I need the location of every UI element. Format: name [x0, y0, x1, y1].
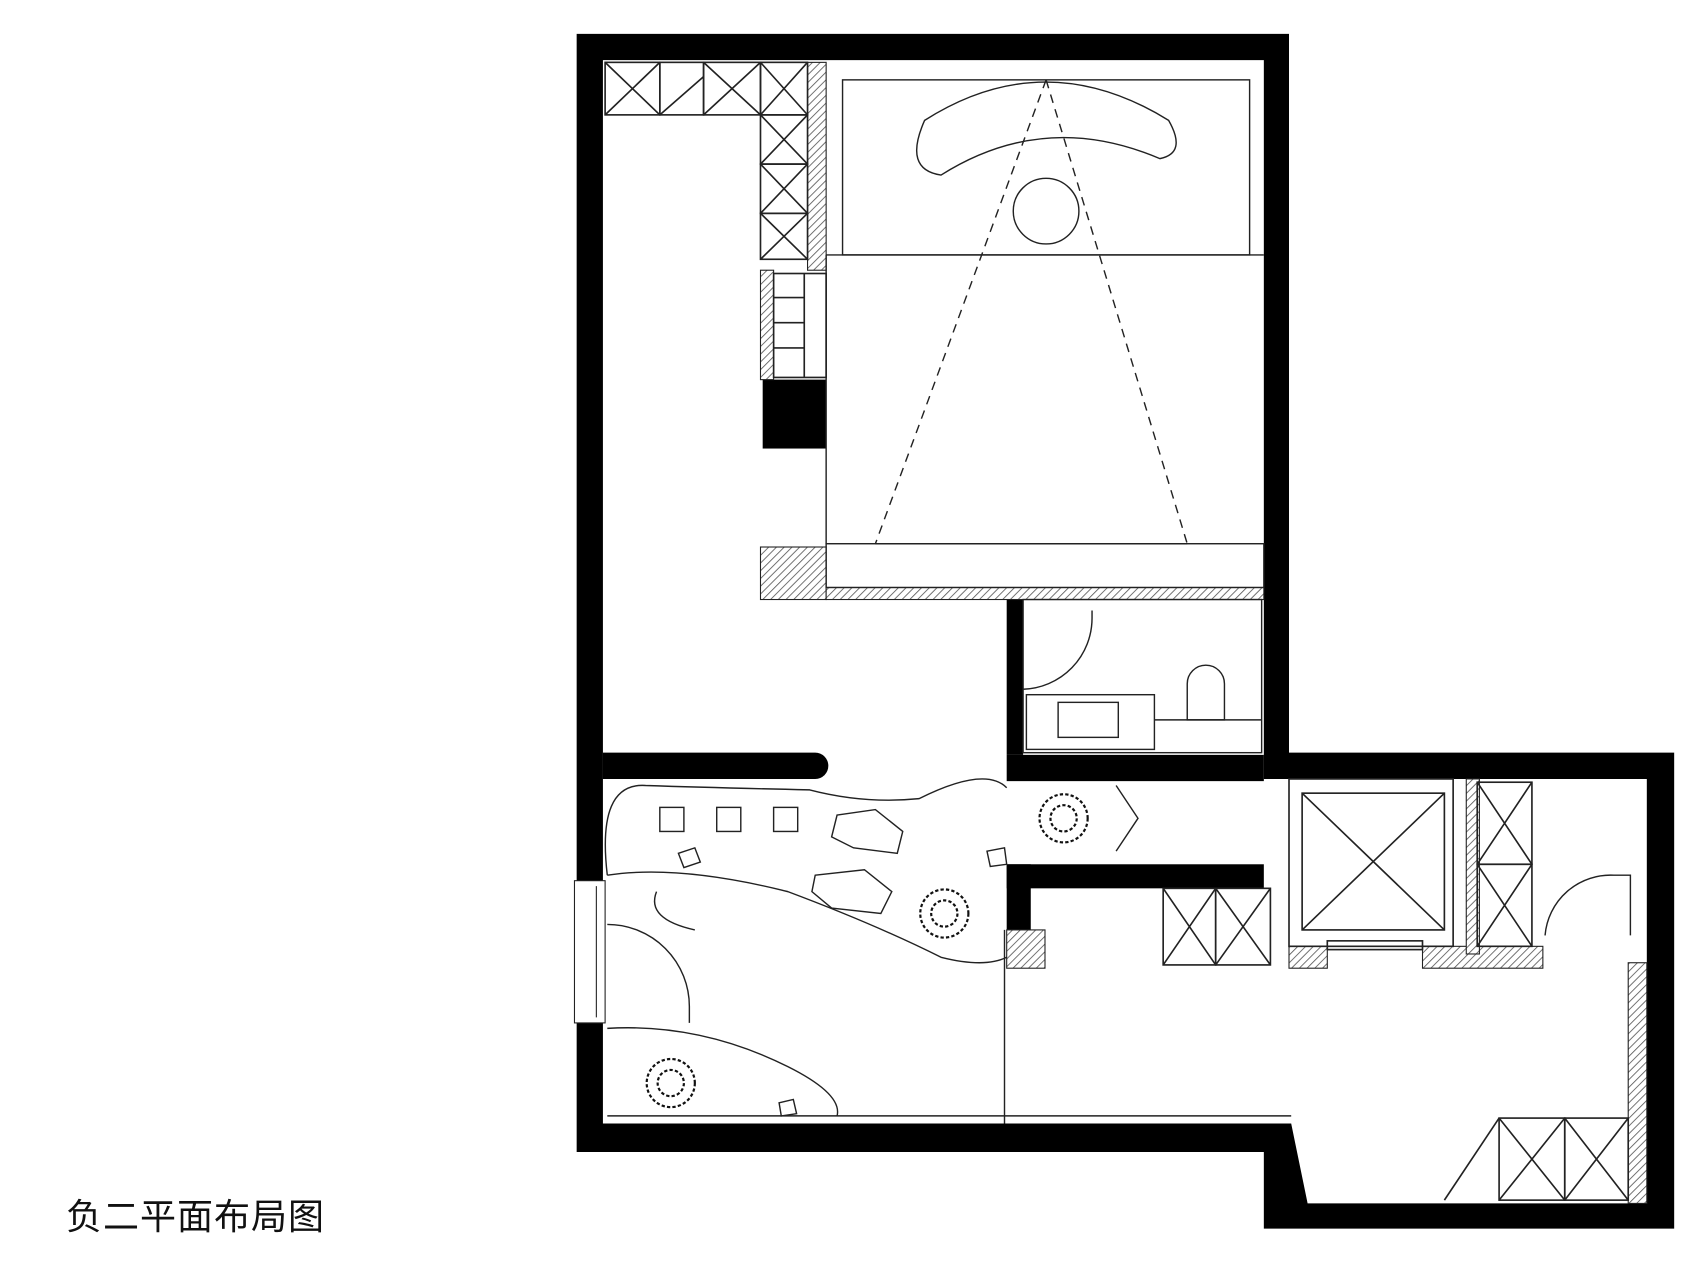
- bathroom: [1022, 598, 1263, 754]
- interior-walls: [602, 379, 1264, 930]
- hatched-walls: [759, 61, 1648, 1204]
- doors: [607, 785, 1632, 1023]
- plants: [645, 793, 1089, 1109]
- plan-title: 负二平面布局图: [66, 1197, 326, 1238]
- exterior-walls: [576, 33, 1675, 1229]
- cabinets: [604, 61, 1630, 1201]
- media-room: [825, 79, 1265, 589]
- elevator-shaft: [1288, 778, 1454, 951]
- garden-paths: [604, 778, 1292, 1124]
- entrance-window: [573, 880, 606, 1024]
